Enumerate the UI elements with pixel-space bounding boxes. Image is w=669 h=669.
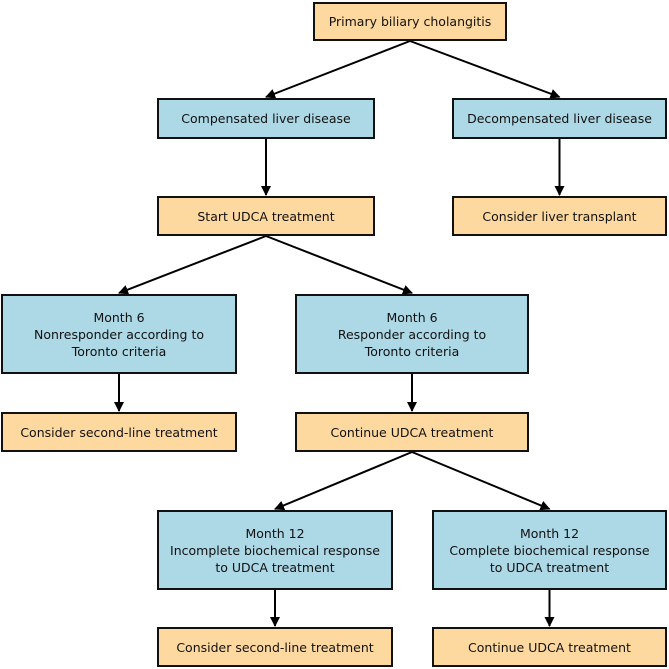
node-month6-nonresponder: Month 6 Nonresponder according to Toront… bbox=[1, 294, 237, 374]
node-line: Continue UDCA treatment bbox=[330, 424, 494, 440]
arrow-start_udca-to-m6_nonresponder bbox=[118, 235, 267, 295]
node-line: Consider liver transplant bbox=[482, 208, 637, 224]
node-line: Start UDCA treatment bbox=[197, 208, 335, 224]
node-line: Toronto criteria bbox=[71, 343, 167, 359]
node-line: to UDCA treatment bbox=[489, 559, 610, 575]
arrow-continue_udca_1-to-m12_complete bbox=[411, 451, 551, 511]
node-month12-complete-response: Month 12 Complete biochemical response t… bbox=[432, 510, 667, 590]
node-line: Consider second-line treatment bbox=[20, 424, 218, 440]
node-line: Responder according to bbox=[337, 326, 487, 342]
node-month12-incomplete-response: Month 12 Incomplete biochemical response… bbox=[157, 510, 393, 590]
node-line: Month 6 bbox=[93, 309, 145, 325]
node-line: Incomplete biochemical response bbox=[170, 542, 380, 558]
node-line: Primary biliary cholangitis bbox=[328, 14, 492, 29]
node-line: Month 12 bbox=[519, 525, 580, 541]
arrow-root-to-decompensated bbox=[409, 40, 561, 99]
node-month6-responder: Month 6 Responder according to Toronto c… bbox=[295, 294, 529, 374]
node-decompensated-liver-disease: Decompensated liver disease bbox=[452, 98, 667, 139]
node-line: Continue UDCA treatment bbox=[468, 639, 631, 655]
node-line: Toronto criteria bbox=[364, 343, 460, 359]
node-line: Consider second-line treatment bbox=[176, 639, 374, 655]
node-consider-second-line-treatment: Consider second-line treatment bbox=[157, 627, 393, 667]
node-continue-udca-treatment: Continue UDCA treatment bbox=[295, 412, 529, 452]
node-compensated-liver-disease: Compensated liver disease bbox=[157, 98, 375, 139]
arrow-root-to-compensated bbox=[265, 40, 411, 99]
node-consider-second-line-treatment: Consider second-line treatment bbox=[1, 412, 237, 452]
node-line: Month 12 bbox=[245, 525, 305, 541]
node-line: Complete biochemical response bbox=[449, 542, 650, 558]
node-start-udca-treatment: Start UDCA treatment bbox=[157, 196, 375, 236]
node-line: Month 6 bbox=[386, 309, 438, 325]
node-line: to UDCA treatment bbox=[215, 559, 335, 575]
node-line: Nonresponder according to bbox=[34, 326, 204, 342]
node-line: Compensated liver disease bbox=[181, 111, 351, 126]
node-consider-liver-transplant: Consider liver transplant bbox=[452, 196, 667, 236]
node-continue-udca-treatment: Continue UDCA treatment bbox=[432, 627, 667, 667]
node-line: Decompensated liver disease bbox=[467, 111, 652, 126]
arrow-continue_udca_1-to-m12_incomplete bbox=[274, 451, 413, 511]
node-primary-biliary-cholangitis: Primary biliary cholangitis bbox=[313, 2, 507, 41]
arrow-start_udca-to-m6_responder bbox=[265, 235, 413, 295]
